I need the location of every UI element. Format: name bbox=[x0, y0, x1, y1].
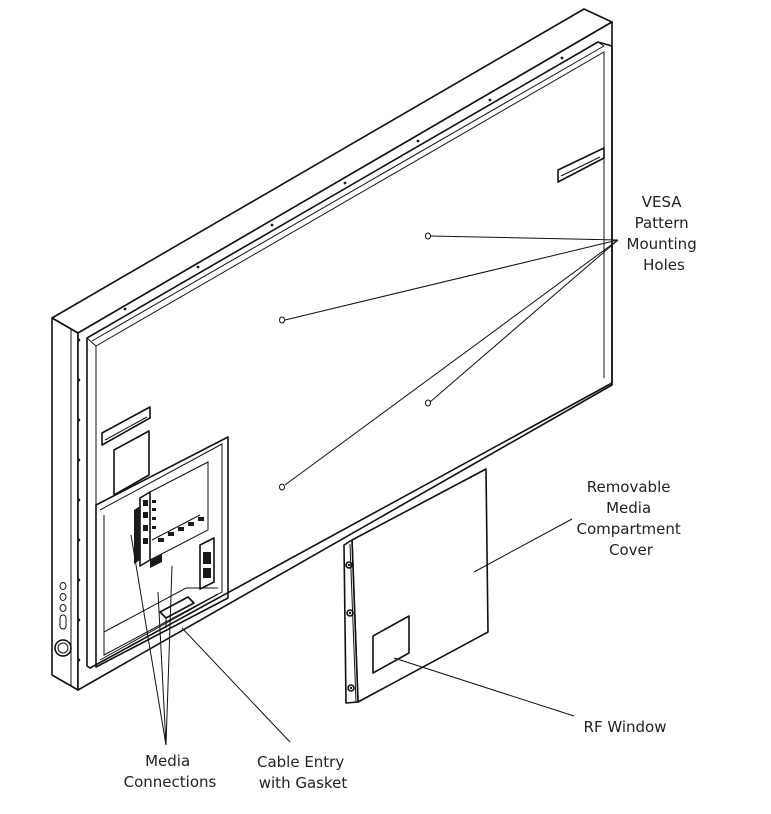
leader-lines bbox=[130, 235, 619, 746]
media-connections-label: Media Connections bbox=[124, 752, 217, 791]
rf-window-label: RF Window bbox=[584, 718, 667, 736]
media-compartment-cover bbox=[343, 468, 489, 704]
enclosure-left-face bbox=[51, 317, 79, 691]
media-connections bbox=[134, 461, 215, 590]
side-screws bbox=[77, 338, 81, 662]
side-buttons bbox=[54, 582, 72, 657]
handle-slot-right bbox=[557, 147, 605, 183]
handle-slot-left bbox=[101, 406, 151, 446]
media-compartment bbox=[95, 436, 229, 668]
cable-entry-gasket bbox=[159, 596, 195, 619]
rf-window bbox=[372, 615, 410, 674]
label-plate bbox=[113, 430, 150, 496]
display-enclosure bbox=[51, 8, 613, 691]
cable-entry-label: Cable Entry with Gasket bbox=[257, 753, 349, 792]
cover-label: Removable Media Compartment Cover bbox=[576, 478, 685, 559]
enclosure-back-face bbox=[77, 21, 613, 691]
vesa-label: VESA Pattern Mounting Holes bbox=[627, 193, 702, 274]
top-screws bbox=[123, 56, 564, 311]
